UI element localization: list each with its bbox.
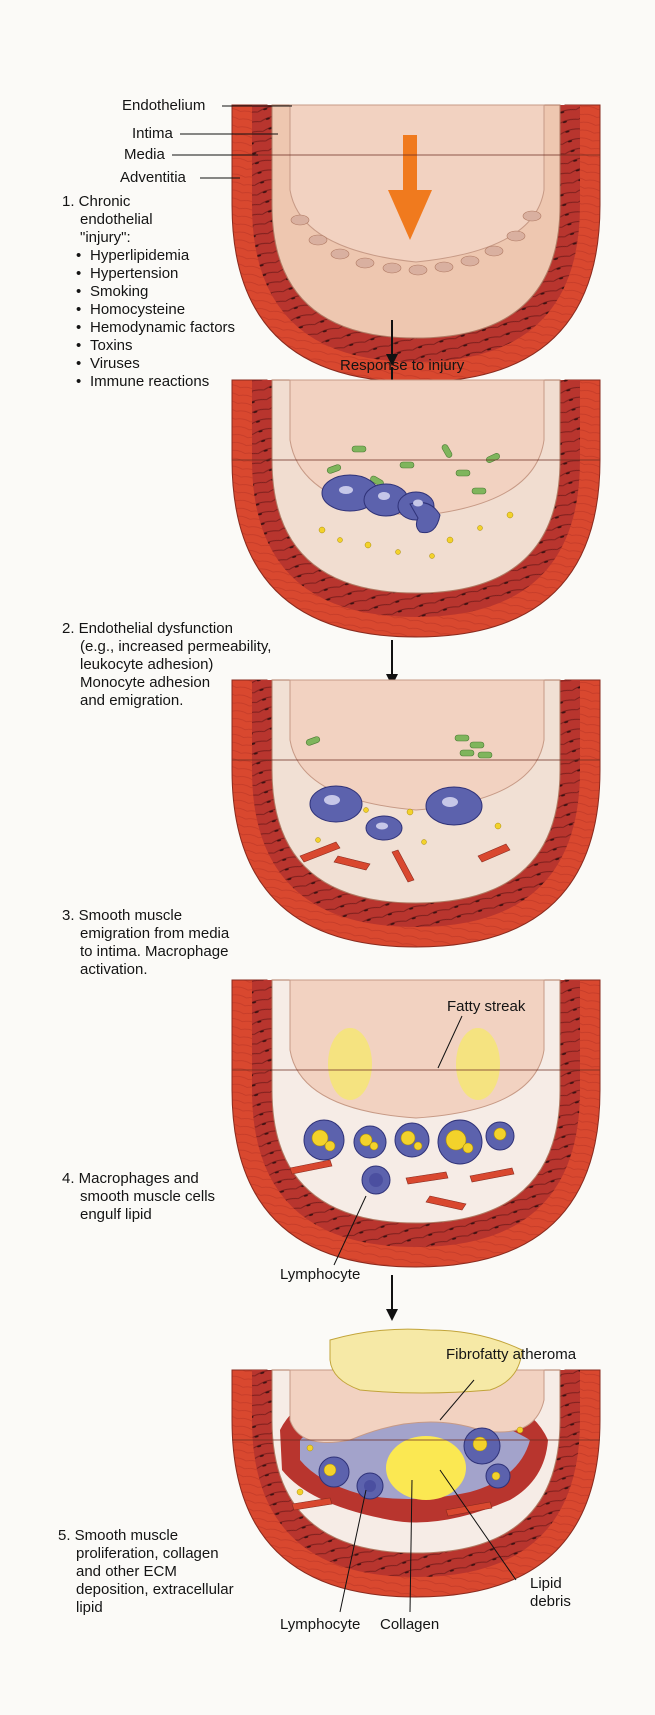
vessel-3 <box>232 680 600 947</box>
vessel-2 <box>232 380 600 637</box>
vessel-1 <box>232 105 600 382</box>
vessel-4 <box>232 980 600 1267</box>
vessel-5 <box>232 1329 600 1597</box>
